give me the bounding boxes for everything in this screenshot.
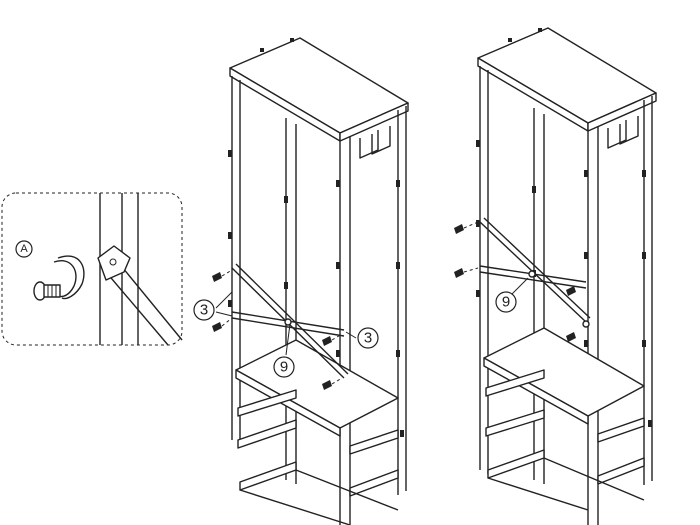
- callout-part-9-left: [273, 356, 295, 378]
- callout-part-3-lower-label: 3: [364, 330, 372, 347]
- shelf-unit-right: 9: [454, 27, 657, 525]
- screw-icon: [212, 269, 343, 390]
- screw-icon: [454, 221, 576, 342]
- callout-part-3-lower: [357, 327, 379, 349]
- screw-icon: [33, 281, 61, 301]
- detail-a-label: A: [20, 243, 28, 255]
- callout-part-9-left-label: 9: [280, 359, 288, 376]
- detail-a-inset: A: [1, 192, 183, 346]
- callout-part-3-upper-label: 3: [200, 302, 208, 319]
- cross-brace-icon: [231, 263, 349, 379]
- cross-brace-icon: [479, 217, 591, 328]
- detail-a-badge: [15, 240, 33, 258]
- bracket-icon: [53, 255, 85, 300]
- callout-part-9-right-label: 9: [502, 294, 510, 311]
- shelf-unit-left: 3 3 9: [193, 37, 409, 525]
- callout-part-9-right: [495, 291, 517, 313]
- callout-part-3-upper: [193, 299, 215, 321]
